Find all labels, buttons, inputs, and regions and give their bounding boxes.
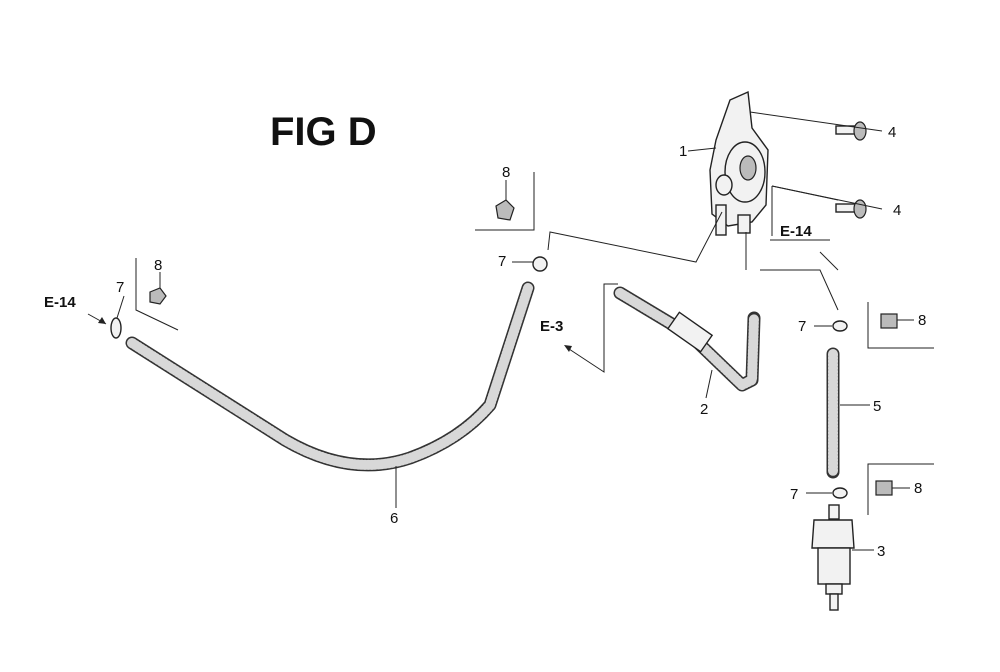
callout-4-upper: 4 (888, 124, 896, 141)
hose-2 (613, 286, 761, 392)
clamp-7-mid (832, 320, 848, 332)
ref-e3: E-3 (540, 318, 563, 335)
callout-8-mid: 8 (918, 312, 926, 329)
ref-e14-left: E-14 (44, 294, 76, 311)
clamp-7-low (832, 487, 848, 499)
fuel-pump-1 (709, 90, 769, 270)
clip-8-low (875, 480, 893, 496)
callout-7-low: 7 (790, 486, 798, 503)
callout-5: 5 (873, 398, 881, 415)
callout-4-lower: 4 (893, 202, 901, 219)
hose-6 (125, 281, 535, 472)
callout-8-top: 8 (502, 164, 510, 181)
callout-2: 2 (700, 401, 708, 418)
clip-8-top (495, 199, 515, 221)
callout-3: 3 (877, 543, 885, 560)
callout-1: 1 (679, 143, 687, 160)
callout-7-mid: 7 (798, 318, 806, 335)
clamp-7-top (532, 256, 548, 272)
ref-e14-right: E-14 (780, 223, 812, 240)
fuel-filter-3 (811, 504, 855, 611)
callout-6: 6 (390, 510, 398, 527)
hose-2-sleeve (666, 311, 714, 353)
leader-lines (87, 111, 934, 551)
figure-title: FIG D (270, 110, 377, 154)
callout-7-left: 7 (116, 279, 124, 296)
callout-8-low: 8 (914, 480, 922, 497)
clip-8-mid (880, 313, 898, 329)
callout-8-left: 8 (154, 257, 162, 274)
bolt-4-lower (835, 199, 867, 219)
callout-7-top: 7 (498, 253, 506, 270)
clip-8-left (149, 287, 167, 305)
clamp-7-left (110, 317, 122, 339)
